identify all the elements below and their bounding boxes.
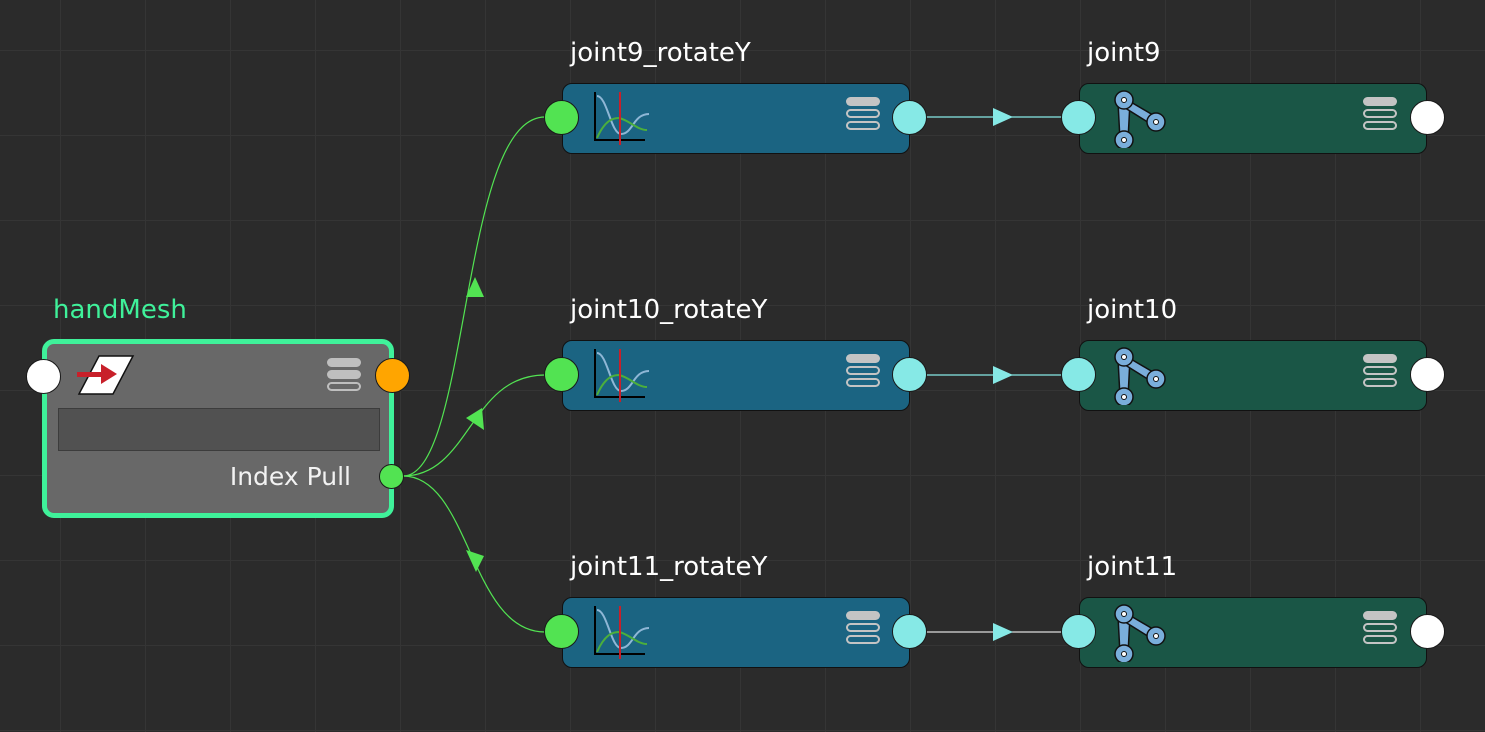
output-port[interactable]	[892, 614, 927, 649]
input-port[interactable]	[544, 357, 579, 392]
edge-indexpull-joint10-rotatey[interactable]	[402, 374, 546, 477]
input-port[interactable]	[1061, 357, 1096, 392]
joint-icon	[1114, 347, 1166, 405]
anim-curve-icon	[594, 349, 650, 402]
output-port[interactable]	[892, 357, 927, 392]
index-pull-output-port[interactable]	[379, 464, 404, 489]
edge-arrow-icon	[993, 623, 1013, 641]
node-menu-icon[interactable]	[846, 97, 880, 133]
node-menu-icon[interactable]	[1363, 611, 1397, 647]
output-port[interactable]	[1410, 100, 1445, 135]
edge-arrow-icon	[993, 108, 1013, 126]
anim-curve-icon	[594, 92, 650, 145]
node-title: joint10_rotateY	[570, 295, 768, 325]
attribute-label-index-pull: Index Pull	[229, 462, 351, 491]
mesh-transform-icon	[77, 355, 135, 395]
input-port[interactable]	[544, 614, 579, 649]
anim-curve-icon	[594, 606, 650, 659]
node-body[interactable]	[1079, 597, 1427, 668]
node-body[interactable]	[1079, 83, 1427, 154]
output-port[interactable]	[892, 100, 927, 135]
edge-arrow-icon	[993, 366, 1013, 384]
node-title: joint9	[1087, 38, 1161, 68]
node-menu-icon[interactable]	[327, 358, 361, 394]
joint-icon	[1114, 604, 1166, 662]
node-body[interactable]	[562, 340, 910, 411]
input-port[interactable]	[1061, 614, 1096, 649]
node-title: joint11	[1087, 552, 1178, 582]
node-title: joint11_rotateY	[570, 552, 768, 582]
node-title-handmesh: handMesh	[53, 295, 187, 325]
node-menu-icon[interactable]	[1363, 354, 1397, 390]
input-port[interactable]	[26, 359, 61, 394]
node-title: joint10	[1087, 295, 1178, 325]
node-title: joint9_rotateY	[570, 38, 751, 68]
input-port[interactable]	[1061, 100, 1096, 135]
output-port[interactable]	[1410, 614, 1445, 649]
node-menu-icon[interactable]	[846, 354, 880, 390]
joint-icon	[1114, 90, 1166, 148]
attribute-field[interactable]	[58, 408, 380, 451]
edge-arrow-icon	[466, 550, 484, 572]
output-port[interactable]	[1410, 357, 1445, 392]
node-body[interactable]	[1079, 340, 1427, 411]
input-port[interactable]	[544, 100, 579, 135]
node-body[interactable]	[562, 83, 910, 154]
node-handmesh[interactable]: Index Pull	[42, 339, 394, 518]
node-body[interactable]	[562, 597, 910, 668]
edge-arrow-icon	[466, 277, 484, 297]
output-port[interactable]	[375, 358, 410, 393]
node-menu-icon[interactable]	[1363, 97, 1397, 133]
node-menu-icon[interactable]	[846, 611, 880, 647]
edge-arrow-icon	[466, 408, 484, 430]
